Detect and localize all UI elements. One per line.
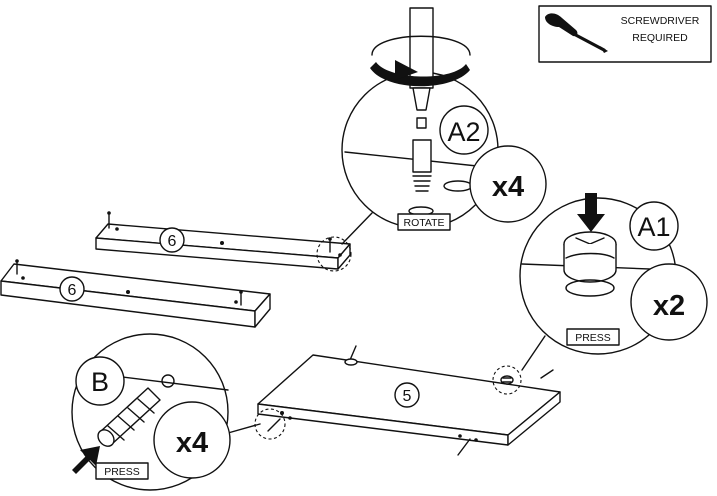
a2-action-box — [397, 213, 451, 231]
b-label-circle — [75, 356, 125, 406]
a2-quantity-circle — [469, 145, 547, 223]
b-leader-line — [227, 423, 261, 434]
a2-action: ROTATE — [403, 217, 444, 229]
part-6-label-lower: 6 — [68, 282, 77, 299]
b-action: PRESS — [104, 466, 140, 478]
b-action-box — [95, 462, 149, 480]
panel-6-lower — [0, 259, 271, 328]
screwdriver-icon — [545, 13, 608, 53]
a2-quantity: x4 — [492, 171, 524, 203]
a1-action: PRESS — [575, 332, 611, 344]
a2-label: A2 — [447, 117, 480, 147]
a1-leader-line — [521, 335, 546, 371]
a2-leader-line — [341, 212, 373, 245]
b-quantity: x4 — [176, 427, 208, 459]
notice-line-2: REQUIRED — [632, 32, 688, 44]
a1-label: A1 — [637, 212, 670, 242]
part-6-marker-upper — [159, 227, 185, 253]
part-5-marker — [394, 382, 420, 408]
a1-quantity: x2 — [653, 290, 685, 322]
b-label: B — [91, 367, 109, 397]
screwdriver-notice: SCREWDRIVER REQUIRED — [538, 5, 712, 63]
part-5-label: 5 — [403, 388, 412, 405]
b-quantity-circle — [153, 401, 231, 479]
a1-action-box — [566, 328, 620, 346]
a2-label-circle — [439, 105, 489, 155]
part-6-marker-lower — [59, 276, 85, 302]
panel-6-upper — [95, 211, 352, 272]
part-6-label-upper: 6 — [168, 233, 177, 250]
a1-quantity-circle — [630, 263, 708, 341]
a1-label-circle — [629, 201, 679, 251]
notice-line-1: SCREWDRIVER — [621, 15, 700, 27]
